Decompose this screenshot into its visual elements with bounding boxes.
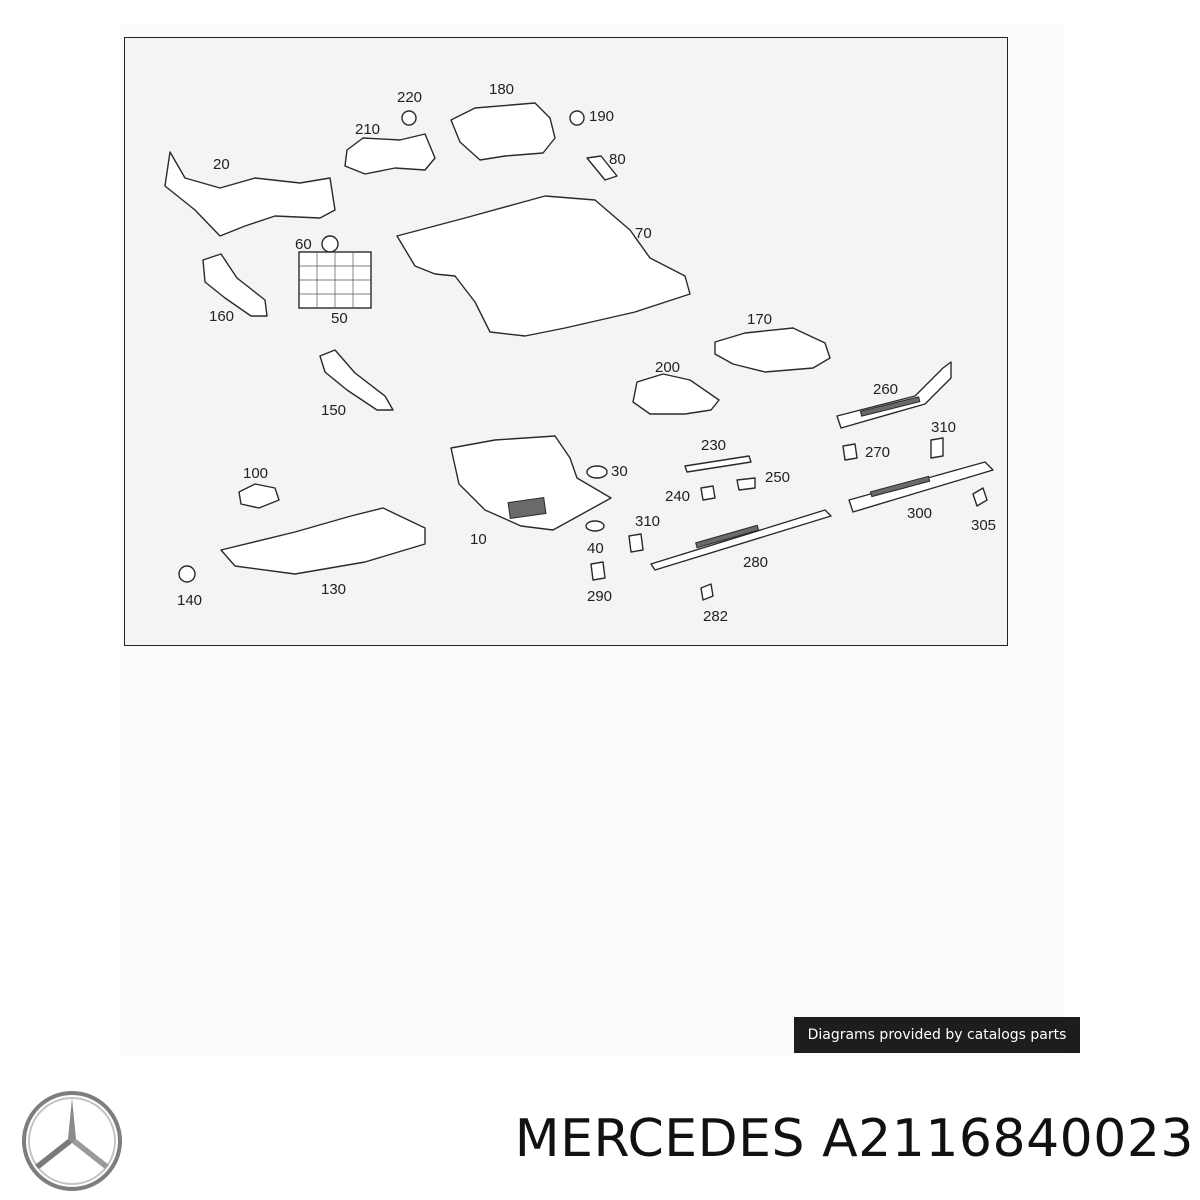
callout-240: 240 [665, 488, 691, 505]
part-70-shape [396, 195, 691, 337]
mercedes-star-icon [22, 1091, 122, 1191]
part-310b-shape [628, 533, 644, 553]
callout-210: 210 [355, 121, 381, 138]
parts-drawing [164, 102, 994, 601]
callout-310a: 310 [931, 419, 957, 436]
callout-280: 280 [743, 554, 769, 571]
callout-70: 70 [635, 225, 652, 242]
part-210-shape [344, 133, 436, 175]
part-220-shape [401, 110, 417, 126]
part-30-shape [586, 465, 608, 479]
part-60-shape [321, 235, 339, 253]
part-300-strip [869, 475, 931, 498]
callout-282: 282 [703, 608, 729, 625]
callout-100: 100 [243, 465, 269, 482]
callout-200: 200 [655, 359, 681, 376]
part-240-shape [700, 485, 716, 501]
callout-60: 60 [295, 236, 312, 253]
credit-badge: Diagrams provided by catalogs parts [794, 1017, 1080, 1053]
part-282-shape [700, 583, 714, 601]
parts-diagram: 20 220 210 180 190 80 60 70 160 50 170 1… [124, 37, 1008, 646]
part-10-grille [507, 497, 547, 519]
part-20-shape [164, 151, 336, 237]
callout-300: 300 [907, 505, 933, 522]
callout-180: 180 [489, 81, 515, 98]
part-140-shape [178, 565, 196, 583]
callout-10: 10 [470, 531, 487, 548]
part-305-shape [972, 487, 988, 507]
callout-220: 220 [397, 89, 423, 106]
part-290-shape [590, 561, 606, 581]
part-280-shape [650, 509, 832, 571]
part-100-shape [238, 483, 280, 509]
part-170-shape [714, 327, 831, 373]
callout-170: 170 [747, 311, 773, 328]
part-250-shape [736, 477, 756, 491]
callout-260: 260 [873, 381, 899, 398]
part-50-mesh [299, 252, 371, 308]
callout-305: 305 [971, 517, 997, 534]
callout-40: 40 [587, 540, 604, 557]
callout-150: 150 [321, 402, 347, 419]
part-200-shape [632, 373, 720, 415]
callout-250: 250 [765, 469, 791, 486]
callout-230: 230 [701, 437, 727, 454]
part-80-shape [586, 155, 618, 181]
callout-160: 160 [209, 308, 235, 325]
part-300-shape [848, 461, 994, 513]
part-180-shape [450, 102, 556, 161]
part-280-strip [695, 524, 760, 549]
callout-130: 130 [321, 581, 347, 598]
callout-310b: 310 [635, 513, 661, 530]
callout-140: 140 [177, 592, 203, 609]
part-260-strip [859, 396, 921, 417]
part-230-shape [684, 455, 752, 473]
part-title: MERCEDES A2116840023 [514, 1109, 1194, 1169]
part-270-shape [842, 443, 858, 461]
part-130-shape [220, 507, 426, 575]
callout-80: 80 [609, 151, 626, 168]
callout-190: 190 [589, 108, 615, 125]
part-40-shape [585, 520, 605, 532]
callout-20: 20 [213, 156, 230, 173]
callout-50: 50 [331, 310, 348, 327]
callout-290: 290 [587, 588, 613, 605]
callout-30: 30 [611, 463, 628, 480]
part-160-shape [202, 253, 268, 317]
callout-270: 270 [865, 444, 891, 461]
part-190-shape [569, 110, 585, 126]
part-10-shape [450, 435, 612, 531]
part-150-shape [319, 349, 394, 411]
part-310a-shape [930, 437, 944, 459]
